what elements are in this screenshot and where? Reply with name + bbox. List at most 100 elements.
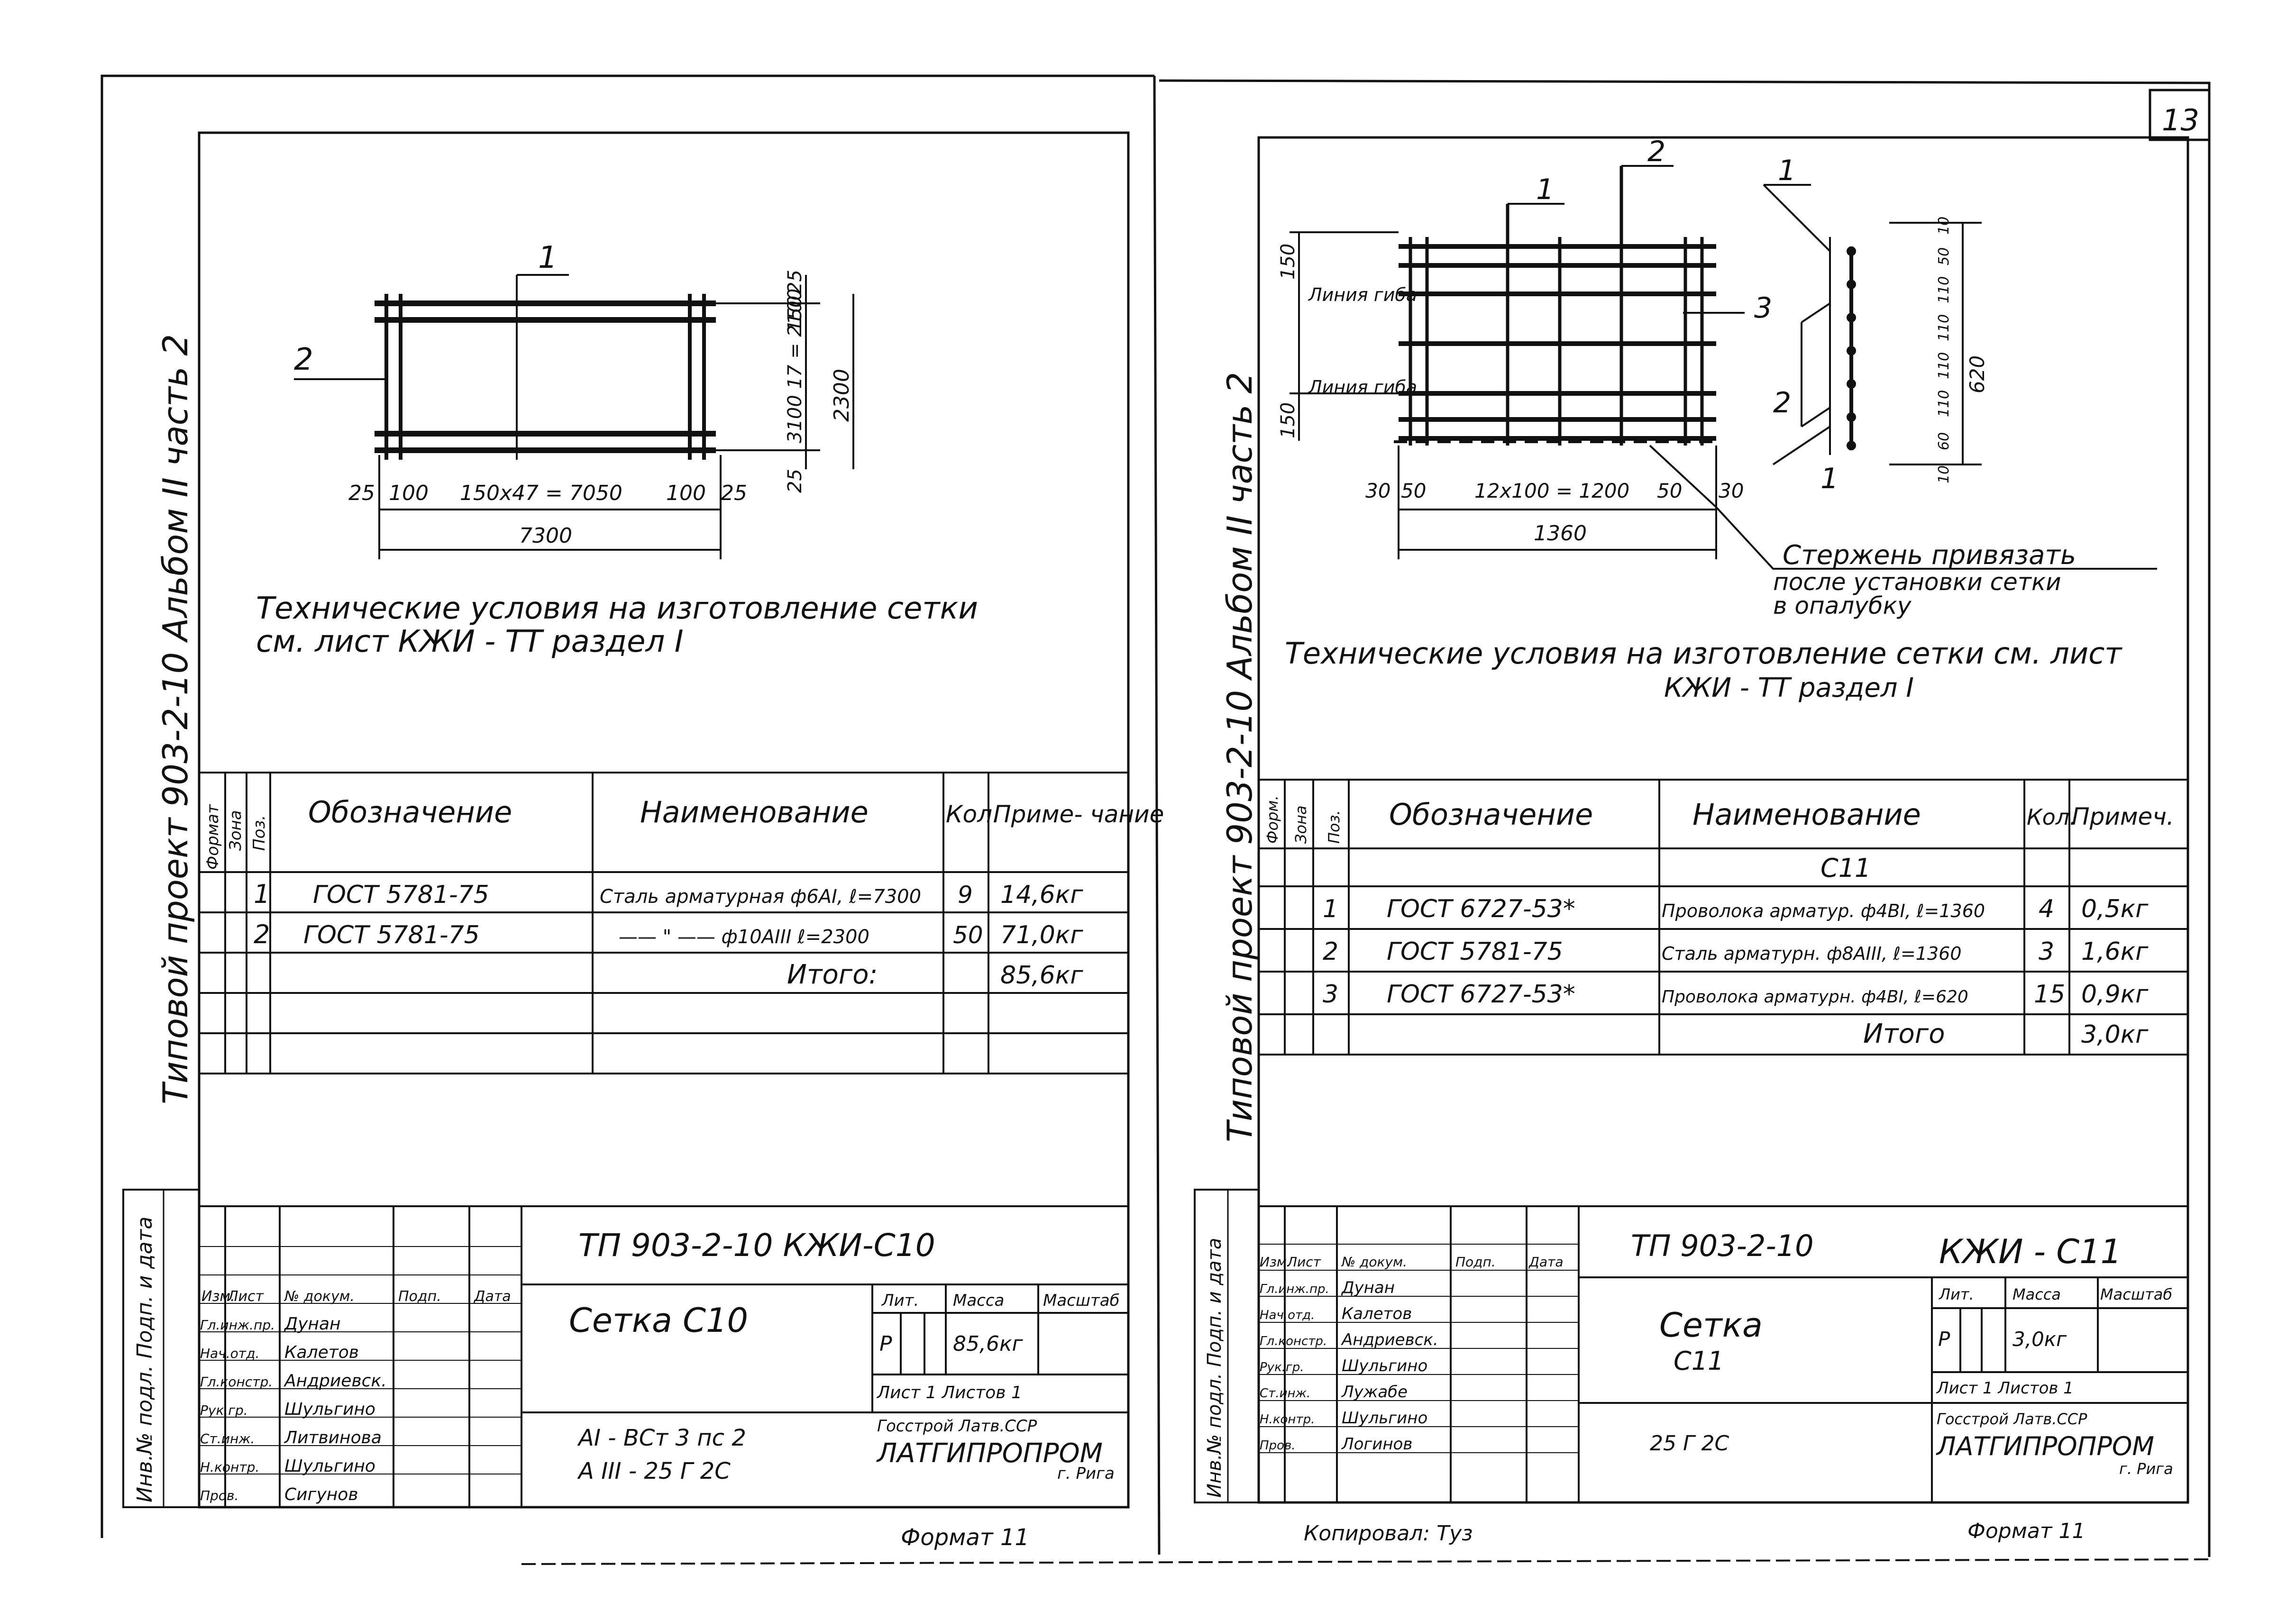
left-stamp-h-date: Дата <box>473 1288 511 1305</box>
right-role-4: Рук.гр. <box>1260 1360 1304 1374</box>
right-row3-name: Проволока арматурн. ф4ВI, ℓ=620 <box>1662 987 1968 1007</box>
left-title-name: Сетка С10 <box>569 1301 748 1340</box>
c11-sec-dim-4: 110 <box>1936 314 1952 341</box>
right-note-line2: КЖИ - ТТ раздел I <box>1664 673 1914 703</box>
right-side-label: Инв.№ подл. Подп. и дата <box>1204 1238 1226 1498</box>
right-format: Формат 11 <box>1967 1519 2086 1543</box>
right-row2-designation: ГОСТ 5781-75 <box>1387 937 1563 966</box>
left-lit-value: Р <box>879 1332 892 1356</box>
right-note-line1: Технические условия на изготовление сетк… <box>1285 636 2122 671</box>
dim-r-4: 25 <box>784 469 806 493</box>
left-org-2: ЛАТГИПРОПРОМ <box>876 1438 1103 1469</box>
c11-dim-b-3: 12x100 = 1200 <box>1474 479 1629 502</box>
right-org-2: ЛАТГИПРОПРОМ <box>1936 1431 2154 1461</box>
c11-bend-line-1: Линия гиба <box>1308 284 1417 305</box>
left-role-3: Гл.констр. <box>200 1374 273 1390</box>
c11-dim-total: 1360 <box>1534 521 1587 546</box>
left-row2-designation: ГОСТ 5781-75 <box>303 921 480 949</box>
right-title-code-2: КЖИ - С11 <box>1939 1232 2122 1271</box>
left-scale-header: Масштаб <box>1043 1291 1120 1310</box>
right-row3-designation: ГОСТ 6727-53* <box>1387 980 1575 1009</box>
c11-dim-b-4: 50 <box>1657 479 1682 502</box>
right-spec-h-qty: Кол. <box>2027 804 2076 830</box>
right-total-label: Итого <box>1863 1019 1945 1049</box>
callout-1: 1 <box>538 240 558 275</box>
right-mass-value: 3,0кг <box>2012 1328 2067 1351</box>
c11-tie-note-2: после установки сетки <box>1773 568 2061 596</box>
dim-r-1: 25 <box>784 270 806 294</box>
dim-r-total: 2300 <box>830 369 854 422</box>
left-lit-header: Лит. <box>881 1291 919 1310</box>
right-title-name-1: Сетка <box>1659 1306 1763 1345</box>
right-role-2: Нач.отд. <box>1260 1308 1315 1322</box>
right-spec-group: С11 <box>1820 853 1871 883</box>
mesh-c11-drawing: 1 2 3 1 2 1 Линия гиба Линия гиба 150 15… <box>1277 135 2157 619</box>
left-stamp-h-list: Лист <box>227 1288 265 1305</box>
left-title-code: ТП 903-2-10 КЖИ-С10 <box>578 1227 935 1264</box>
right-row1-pos: 1 <box>1323 895 1338 923</box>
right-stamp-h-doc: № докум. <box>1341 1254 1407 1270</box>
left-spec-h-format: Формат <box>203 804 222 870</box>
left-name-3: Андриевск. <box>284 1371 387 1391</box>
left-name-5: Литвинова <box>284 1428 382 1447</box>
right-name-4: Шульгино <box>1342 1356 1427 1375</box>
c11-callout-3: 3 <box>1754 291 1772 325</box>
left-row1-note: 14,6кг <box>1000 881 1083 909</box>
left-name-7: Сигунов <box>284 1485 358 1504</box>
c11-bend-line-2: Линия гиба <box>1308 377 1417 398</box>
left-total-label: Итого: <box>787 959 878 990</box>
right-total-value: 3,0кг <box>2081 1020 2149 1049</box>
right-spec-h-pos: Поз. <box>1325 810 1343 844</box>
right-sheet-frame <box>1257 136 2189 1504</box>
left-note-line1: Технические условия на изготовление сетк… <box>256 591 978 626</box>
left-sheet-info: Лист 1 Листов 1 <box>876 1383 1022 1402</box>
c11-section-callout-2: 2 <box>1773 386 1791 419</box>
right-spec-h-name: Наименование <box>1692 797 1921 832</box>
right-mass-header: Масса <box>2012 1285 2061 1303</box>
left-sheet-frame <box>198 131 1130 1509</box>
right-spec-h-note: Примеч. <box>2072 803 2174 830</box>
left-name-4: Шульгино <box>284 1400 375 1419</box>
left-sheet: Типовой проект 903-2-10 Альбом II часть … <box>122 131 1164 1551</box>
dim-b-5: 25 <box>721 481 747 505</box>
right-title-name-2: С11 <box>1674 1346 1724 1376</box>
left-mass-value: 85,6кг <box>953 1332 1024 1356</box>
right-sheet-info: Лист 1 Листов 1 <box>1936 1379 2074 1398</box>
left-role-2: Нач.отд. <box>200 1346 259 1361</box>
right-row1-qty: 4 <box>2039 895 2054 923</box>
left-row1-qty: 9 <box>958 881 973 909</box>
right-name-5: Лужабе <box>1341 1383 1408 1402</box>
left-row2-pos: 2 <box>254 919 270 949</box>
right-name-2: Калетов <box>1342 1304 1412 1323</box>
c11-sec-dim-6: 110 <box>1936 390 1952 417</box>
left-side-label: Инв.№ подл. Подп. и дата <box>133 1217 157 1502</box>
right-role-5: Ст.инж. <box>1260 1386 1310 1401</box>
left-row1-pos: 1 <box>254 879 270 909</box>
right-org-3: г. Рига <box>2119 1460 2173 1478</box>
c11-sec-total: 620 <box>1966 355 1989 393</box>
c11-tie-note-1: Стержень привязать <box>1783 540 2076 571</box>
right-scale-header: Масштаб <box>2100 1285 2172 1303</box>
c11-sec-dim-1: 10 <box>1936 465 1952 483</box>
left-name-6: Шульгино <box>284 1456 375 1476</box>
left-spec-h-note: Приме- чание <box>993 801 1164 828</box>
right-copied: Копировал: Туз <box>1304 1521 1473 1546</box>
left-role-5: Ст.инж. <box>200 1431 255 1447</box>
left-spec-h-qty: Кол. <box>946 801 1000 828</box>
right-stamp-h-list: Лист <box>1287 1254 1321 1270</box>
c11-callout-2: 2 <box>1647 135 1665 168</box>
right-row2-pos: 2 <box>1323 937 1338 966</box>
right-spec-h-designation: Обозначение <box>1389 797 1593 832</box>
left-stamp-h-izm: Изм. <box>201 1288 235 1305</box>
left-role-6: Н.контр. <box>200 1459 259 1475</box>
c11-dim-b-1: 30 <box>1365 479 1390 502</box>
left-stamp-h-sign: Подп. <box>398 1288 441 1305</box>
right-org-1: Госстрой Латв.ССР <box>1937 1410 2087 1428</box>
left-format: Формат 11 <box>901 1524 1029 1551</box>
left-row2-note: 71,0кг <box>1000 921 1083 949</box>
right-stamp-h-date: Дата <box>1528 1254 1564 1270</box>
left-material-2: А III - 25 Г 2С <box>577 1458 731 1484</box>
right-spec-h-zone: Зона <box>1292 805 1310 844</box>
c11-sec-dim-2: 50 <box>1936 247 1952 265</box>
